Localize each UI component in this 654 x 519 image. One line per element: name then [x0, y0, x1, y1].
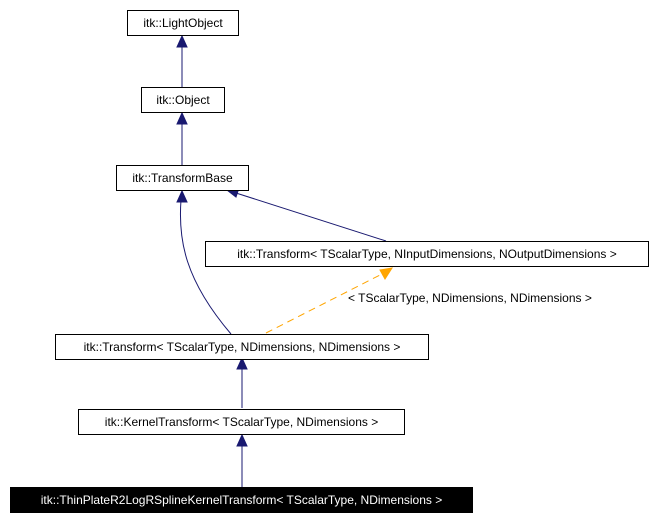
arrow-transformbase-to-object	[176, 111, 188, 125]
node-transform-ndims-label: itk::Transform< TScalarType, NDimensions…	[84, 340, 401, 354]
node-thin-plate-label: itk::ThinPlateR2LogRSplineKernelTransfor…	[41, 493, 443, 507]
template-edge-label: < TScalarType, NDimensions, NDimensions …	[348, 291, 592, 305]
edge-transformgeneric-to-transformbase	[235, 192, 387, 242]
node-transform-generic[interactable]: itk::Transform< TScalarType, NInputDimen…	[205, 241, 649, 267]
edges	[176, 34, 394, 487]
edge-transformndims-to-transformbase	[179, 199, 232, 335]
node-light-object[interactable]: itk::LightObject	[127, 10, 239, 36]
node-transform-generic-label: itk::Transform< TScalarType, NInputDimen…	[237, 247, 616, 261]
node-object-label: itk::Object	[156, 93, 210, 107]
nodes: itk::LightObject itk::Object itk::Transf…	[10, 10, 649, 513]
node-kernel-transform[interactable]: itk::KernelTransform< TScalarType, NDime…	[78, 409, 405, 435]
node-light-object-label: itk::LightObject	[143, 16, 223, 30]
node-kernel-transform-label: itk::KernelTransform< TScalarType, NDime…	[105, 415, 378, 429]
edge-template-instantiation	[265, 273, 383, 334]
node-transform-base-label: itk::TransformBase	[132, 171, 233, 185]
node-thin-plate[interactable]: itk::ThinPlateR2LogRSplineKernelTransfor…	[10, 487, 473, 513]
arrow-transformndims-to-transformbase	[176, 189, 188, 203]
arrow-template-instantiation	[379, 267, 394, 280]
arrow-object-to-lightobject	[176, 34, 188, 48]
node-object[interactable]: itk::Object	[141, 87, 225, 113]
node-transform-ndims[interactable]: itk::Transform< TScalarType, NDimensions…	[55, 334, 429, 360]
arrow-thinplate-to-kernel	[236, 433, 248, 447]
node-transform-base[interactable]: itk::TransformBase	[116, 165, 249, 191]
arrow-kernel-to-transformndims	[236, 356, 248, 370]
